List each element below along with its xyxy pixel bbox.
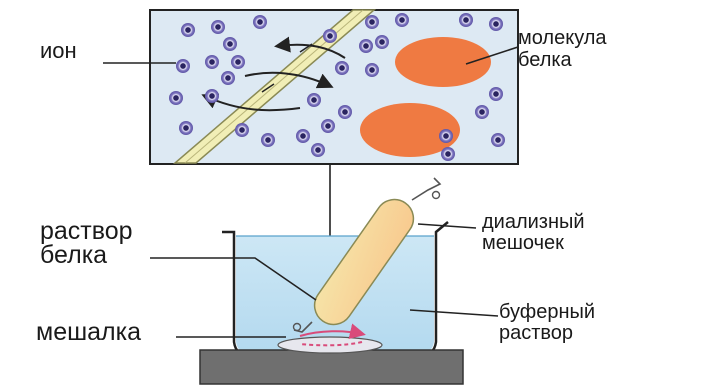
buffer-solution-label-line2: раствор bbox=[499, 323, 573, 343]
ion-particle bbox=[323, 29, 337, 43]
ion-particle bbox=[221, 71, 235, 85]
ion-particle bbox=[179, 121, 193, 135]
protein-molecule-label-line1: молекула bbox=[518, 28, 607, 48]
stir-bar bbox=[278, 337, 382, 353]
ion-particle bbox=[205, 55, 219, 69]
ion-particle bbox=[441, 147, 455, 161]
ion-particle bbox=[205, 89, 219, 103]
protein-molecule-label-line2: белка bbox=[518, 50, 572, 70]
dialysis-bag-label-line1: диализный bbox=[482, 212, 585, 232]
ion-particle bbox=[321, 119, 335, 133]
protein-molecule bbox=[395, 37, 491, 87]
ion-particle bbox=[359, 39, 373, 53]
protein-solution-label-line2: белка bbox=[40, 243, 107, 268]
ion-particle bbox=[181, 23, 195, 37]
ion-particle bbox=[176, 59, 190, 73]
ion-particle bbox=[335, 61, 349, 75]
ion-particle bbox=[338, 105, 352, 119]
ion-particle bbox=[311, 143, 325, 157]
ion-particle bbox=[296, 129, 310, 143]
bag-tie-top bbox=[412, 178, 440, 200]
stirrer-label: мешалка bbox=[36, 320, 141, 345]
ion-particle bbox=[169, 91, 183, 105]
ion-particle bbox=[491, 133, 505, 147]
ion-particle bbox=[261, 133, 275, 147]
buffer-solution-label-line1: буферный bbox=[499, 302, 595, 322]
ion-label: ион bbox=[40, 40, 77, 62]
ion-particle bbox=[375, 35, 389, 49]
ion-particle bbox=[489, 87, 503, 101]
ion-particle bbox=[223, 37, 237, 51]
stirrer-plate bbox=[200, 350, 463, 384]
ion-particle bbox=[439, 129, 453, 143]
dialysis-bag-label-line2: мешочек bbox=[482, 233, 564, 253]
ion-particle bbox=[365, 63, 379, 77]
dialysis-bag-pointer-line bbox=[418, 224, 476, 228]
ion-particle bbox=[307, 93, 321, 107]
ion-particle bbox=[475, 105, 489, 119]
ion-particle bbox=[231, 55, 245, 69]
magnified-view bbox=[103, 10, 518, 164]
ion-particle bbox=[365, 15, 379, 29]
ion-particle bbox=[253, 15, 267, 29]
ion-particle bbox=[459, 13, 473, 27]
ion-particle bbox=[211, 20, 225, 34]
bag-tie-knot bbox=[433, 192, 440, 199]
ion-particle bbox=[235, 123, 249, 137]
ion-particle bbox=[489, 17, 503, 31]
ion-particle bbox=[395, 13, 409, 27]
